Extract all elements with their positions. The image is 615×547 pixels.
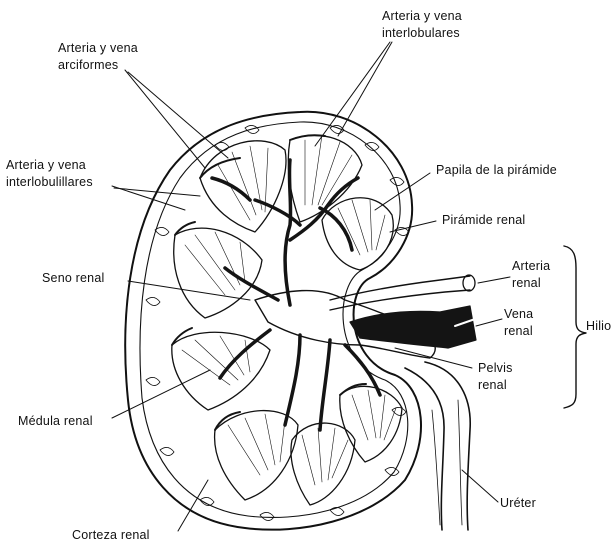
label-vena-renal-line1: Vena (504, 306, 533, 323)
label-arteria-vena-interlobulillares: Arteria y vena interlobulillares (6, 157, 93, 191)
label-interlobulares-line1: Arteria y vena (382, 8, 462, 25)
label-medula-renal: Médula renal (18, 413, 93, 430)
pyramid-bottom-right (340, 386, 402, 462)
label-interlobulillares-line1: Arteria y vena (6, 157, 93, 174)
label-arteria-vena-arciformes: Arteria y vena arciformes (58, 40, 138, 74)
vessel-branches (212, 160, 380, 430)
label-arteria-renal-line2: renal (512, 275, 550, 292)
label-interlobulillares-line2: interlobulillares (6, 174, 93, 191)
ureter-tube (405, 368, 444, 530)
label-arteria-renal-line1: Arteria (512, 258, 550, 275)
renal-artery-tube (330, 276, 470, 300)
label-arciformes-line1: Arteria y vena (58, 40, 138, 57)
renal-artery-opening (463, 275, 475, 291)
label-pelvis-renal-line2: renal (478, 377, 513, 394)
label-pelvis-renal-line1: Pelvis (478, 360, 513, 377)
label-ureter: Uréter (500, 495, 536, 512)
label-interlobulares-line2: interlobulares (382, 25, 462, 42)
label-hilio: Hilio (586, 318, 611, 335)
label-seno-renal: Seno renal (42, 270, 104, 287)
label-arteria-vena-interlobulares: Arteria y vena interlobulares (382, 8, 462, 42)
pyramid-left-lower (172, 332, 270, 410)
label-papila-piramide: Papila de la pirámide (436, 162, 557, 179)
leader-lines (112, 42, 510, 531)
hilio-bracket (564, 246, 586, 408)
label-pelvis-renal: Pelvis renal (478, 360, 513, 394)
label-vena-renal-line2: renal (504, 323, 533, 340)
label-arteria-renal: Arteria renal (512, 258, 550, 292)
ureter-tube-inner (425, 362, 470, 530)
label-corteza-renal: Corteza renal (72, 527, 150, 544)
pyramid-bottom-mid (291, 423, 355, 505)
label-arciformes-line2: arciformes (58, 57, 138, 74)
pyramid-left-upper (174, 228, 262, 318)
pyramid-top-left (200, 141, 286, 232)
renal-vein (350, 306, 476, 348)
label-vena-renal: Vena renal (504, 306, 533, 340)
pyramid-right (322, 198, 393, 270)
label-piramide-renal: Pirámide renal (442, 212, 525, 229)
